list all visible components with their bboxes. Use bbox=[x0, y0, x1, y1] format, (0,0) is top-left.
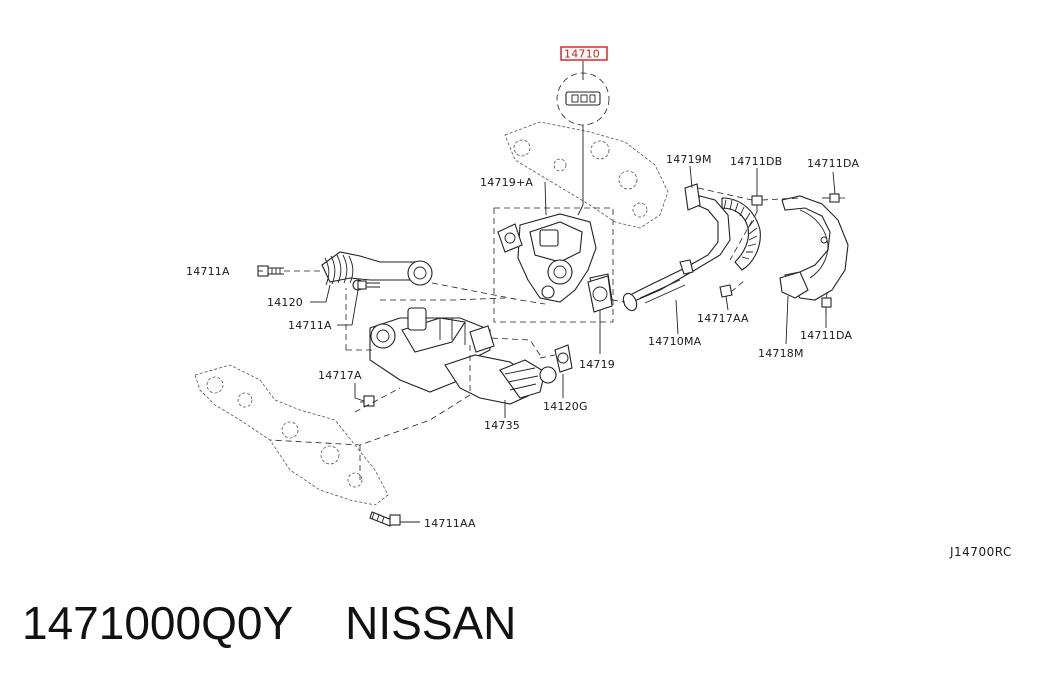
bolt-14717a bbox=[360, 395, 375, 407]
label-14717aa[interactable]: 14717AA bbox=[697, 312, 749, 325]
diagram-reference-code: J14700RC bbox=[950, 545, 1012, 559]
label-14120[interactable]: 14120 bbox=[267, 296, 303, 309]
egr-valve-group-outline bbox=[493, 207, 614, 323]
assembly-dashed-lines bbox=[269, 187, 845, 480]
bolt-14717aa bbox=[719, 284, 733, 298]
leader-lines bbox=[258, 165, 836, 523]
intake-manifold-ghost bbox=[504, 121, 669, 229]
part-number: 1471000Q0Y bbox=[22, 597, 294, 649]
exhaust-manifold-ghost bbox=[194, 364, 389, 506]
label-14717a[interactable]: 14717A bbox=[318, 369, 362, 382]
brand-name: NISSAN bbox=[345, 597, 517, 649]
label-14711aa[interactable]: 14711AA bbox=[424, 517, 476, 530]
heat-shield-14718m bbox=[779, 195, 849, 301]
label-14719m[interactable]: 14719M bbox=[666, 153, 712, 166]
bolt-14711aa bbox=[369, 511, 401, 527]
label-14120g[interactable]: 14120G bbox=[543, 400, 588, 413]
part-14710-highlight-box bbox=[560, 46, 608, 61]
egr-valve bbox=[497, 213, 613, 307]
bolt-14711a-mid bbox=[357, 280, 380, 290]
label-14718m[interactable]: 14718M bbox=[758, 347, 804, 360]
label-14711a-left[interactable]: 14711A bbox=[186, 265, 230, 278]
footer-title: 1471000Q0Y NISSAN bbox=[22, 596, 516, 650]
detail-circle-connector bbox=[556, 61, 610, 216]
label-14719-a[interactable]: 14719+A bbox=[480, 176, 533, 189]
egr-tube-14120 bbox=[321, 251, 433, 291]
label-14719[interactable]: 14719 bbox=[579, 358, 615, 371]
egr-cooler bbox=[369, 307, 557, 405]
bolt-14711da-top bbox=[822, 193, 840, 203]
label-14710ma[interactable]: 14710MA bbox=[648, 335, 702, 348]
gasket-14120g bbox=[554, 344, 573, 373]
label-14711da-bottom[interactable]: 14711DA bbox=[800, 329, 852, 342]
bolt-14711da-bottom bbox=[821, 297, 832, 314]
label-14735[interactable]: 14735 bbox=[484, 419, 520, 432]
bolt-14711db bbox=[751, 195, 763, 212]
label-14710[interactable]: 14710 bbox=[564, 48, 600, 61]
label-14711db[interactable]: 14711DB bbox=[730, 155, 782, 168]
egr-pipe-14710ma bbox=[622, 183, 761, 312]
label-14711da-top[interactable]: 14711DA bbox=[807, 157, 859, 170]
gasket-14719 bbox=[587, 275, 613, 313]
label-14711a-mid[interactable]: 14711A bbox=[288, 319, 332, 332]
